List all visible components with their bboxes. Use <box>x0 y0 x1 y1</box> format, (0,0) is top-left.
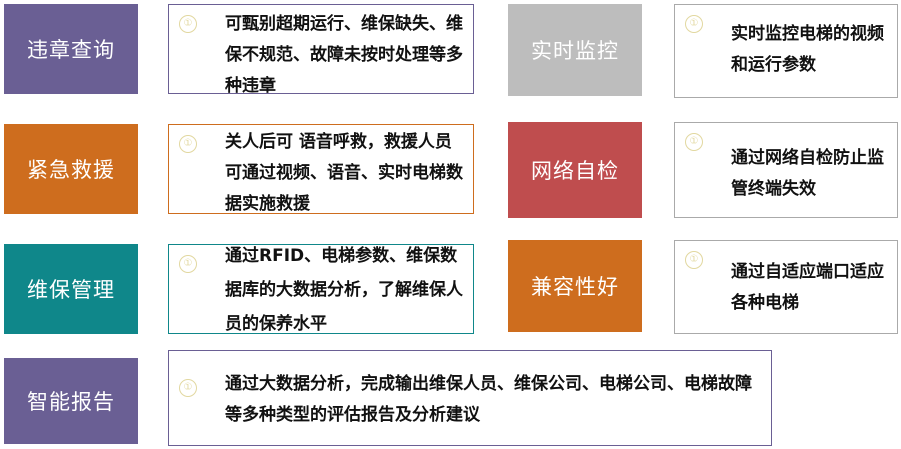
number-one-icon: ① <box>179 255 197 273</box>
number-one-icon: ① <box>179 379 197 397</box>
number-one-icon: ① <box>179 15 197 33</box>
desc-network-selfcheck: ① 通过网络自检防止监管终端失效 <box>674 122 898 218</box>
tile-network-selfcheck: 网络自检 <box>508 122 642 218</box>
desc-compatibility: ① 通过自适应端口适应各种电梯 <box>674 240 898 334</box>
desc-maintenance-mgmt: ① 通过RFID、电梯参数、维保数据库的大数据分析，了解维保人员的保养水平 <box>168 244 474 334</box>
desc-text: 通过自适应端口适应各种电梯 <box>731 262 884 313</box>
desc-emergency-rescue: ① 关人后可 语音呼救，救援人员可通过视频、语音、实时电梯数据实施救援 <box>168 124 474 214</box>
tile-realtime-monitor: 实时监控 <box>508 4 642 96</box>
number-one-icon: ① <box>685 15 703 33</box>
tile-label: 紧急救援 <box>27 158 115 182</box>
desc-text: 通过大数据分析，完成输出维保人员、维保公司、电梯公司、电梯故障等多种类型的评估报… <box>225 374 752 425</box>
desc-smart-report: ① 通过大数据分析，完成输出维保人员、维保公司、电梯公司、电梯故障等多种类型的评… <box>168 350 772 446</box>
tile-violation-query: 违章查询 <box>4 4 138 94</box>
desc-text: 关人后可 语音呼救，救援人员可通过视频、语音、实时电梯数据实施救援 <box>225 132 463 214</box>
tile-emergency-rescue: 紧急救援 <box>4 124 138 214</box>
tile-compatibility: 兼容性好 <box>508 240 642 332</box>
number-one-icon: ① <box>685 251 703 269</box>
desc-text: 通过网络自检防止监管终端失效 <box>731 148 884 199</box>
desc-realtime-monitor: ① 实时监控电梯的视频和运行参数 <box>674 4 898 98</box>
tile-label: 维保管理 <box>27 278 115 302</box>
number-one-icon: ① <box>685 133 703 151</box>
tile-smart-report: 智能报告 <box>4 358 138 444</box>
tile-label: 实时监控 <box>531 39 619 63</box>
tile-label: 智能报告 <box>27 390 115 414</box>
number-one-icon: ① <box>179 135 197 153</box>
desc-text: 可甄别超期运行、维保缺失、维保不规范、故障未按时处理等多种违章 <box>225 14 463 96</box>
desc-violation-query: ① 可甄别超期运行、维保缺失、维保不规范、故障未按时处理等多种违章 <box>168 4 474 96</box>
tile-label: 兼容性好 <box>531 275 619 299</box>
desc-text: 通过RFID、电梯参数、维保数据库的大数据分析，了解维保人员的保养水平 <box>225 246 463 334</box>
desc-text: 实时监控电梯的视频和运行参数 <box>731 24 884 75</box>
tile-maintenance-mgmt: 维保管理 <box>4 244 138 334</box>
tile-label: 违章查询 <box>27 38 115 62</box>
tile-label: 网络自检 <box>531 159 619 183</box>
